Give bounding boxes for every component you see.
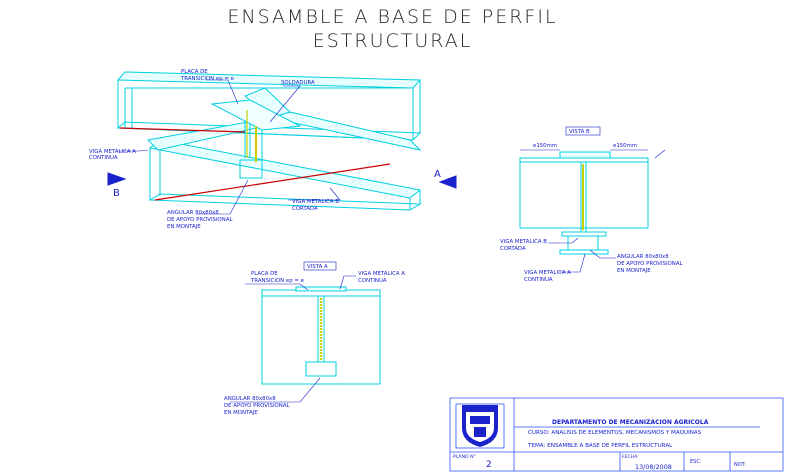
mark-a: A xyxy=(434,169,441,180)
drawing-title-line2: ESTRUCTURAL xyxy=(312,30,473,52)
tb-fecha-value: 13/08/2008 xyxy=(635,463,672,471)
tb-esc-label: ESC: xyxy=(690,459,702,465)
tb-not-label: NOT: xyxy=(734,462,746,468)
tb-fecha-label: FECHA xyxy=(622,454,638,460)
vista-a-angular-3: EN MONTAJE xyxy=(224,410,258,416)
label-viga-a-2: CONTINUA xyxy=(89,155,118,161)
label-placa-2: TRANSICION ep = e xyxy=(180,76,235,82)
tb-plano-label: PLANO N° xyxy=(453,454,476,460)
tb-curso: CURSO: ANALISIS DE ELEMENTOS, MECANISMOS… xyxy=(528,430,702,436)
vista-a-viga-a-2: CONTINUA xyxy=(358,278,387,284)
vista-b-angular-3: EN MONTAJE xyxy=(617,268,651,274)
tb-tema: TEMA: ENSAMBLE A BASE DE PERFIL ESTRUCTU… xyxy=(527,443,673,449)
vista-a-placa-1: PLACA DE xyxy=(251,271,278,277)
arrow-a xyxy=(438,175,457,189)
vista-b-viga-b-2: CORTADA xyxy=(500,246,526,252)
title-block xyxy=(449,397,784,472)
vista-a-placa-2: TRANSICION ep = e xyxy=(250,278,305,284)
label-angular-2: DE APOYO PROVISIONAL xyxy=(167,217,233,223)
vista-b-viga-b-1: VIGA METALICA B xyxy=(500,239,547,245)
vista-a-angular-2: DE APOYO PROVISIONAL xyxy=(224,403,290,409)
label-viga-b-1: VIGA METALICA B xyxy=(292,199,339,205)
mark-b: B xyxy=(113,188,120,199)
vista-b-viga-a-2: CONTINUA xyxy=(524,277,553,283)
label-soldadura: SOLDADURA xyxy=(281,80,315,86)
isometric-assembly xyxy=(116,71,422,211)
vista-b-angular-2: DE APOYO PROVISIONAL xyxy=(617,261,683,267)
label-angular-1: ANGULAR 80x80x8 xyxy=(167,210,219,216)
vista-b-title: VISTA B xyxy=(569,129,590,135)
university-shield-logo xyxy=(455,403,505,449)
vista-b-dim-left: e150mm xyxy=(533,143,557,149)
vista-b-angular-1: ANGULAR 80x80x8 xyxy=(617,254,669,260)
label-viga-b-2: CORTADA xyxy=(292,206,318,212)
tb-plano-value: 2 xyxy=(486,460,492,470)
vista-b-viga-a-1: VIGA METALICA A xyxy=(524,270,571,276)
drawing-title-line1: ENSAMBLE A BASE DE PERFIL xyxy=(227,6,558,28)
label-placa-1: PLACA DE xyxy=(181,69,208,75)
vista-a-view xyxy=(261,286,381,385)
vista-a-angular-1: ANGULAR 80x80x8 xyxy=(224,396,276,402)
tb-department: DEPARTAMENTO DE MECANIZACION AGRICOLA xyxy=(552,419,709,426)
arrow-b xyxy=(107,172,127,186)
vista-a-title: VISTA A xyxy=(307,264,328,270)
label-angular-3: EN MONTAJE xyxy=(167,224,201,230)
label-viga-a-1: VIGA METALICA A xyxy=(89,149,136,155)
vista-b-dim-right: e150mm xyxy=(613,143,637,149)
vista-a-viga-a-1: VIGA METALICA A xyxy=(358,271,405,277)
